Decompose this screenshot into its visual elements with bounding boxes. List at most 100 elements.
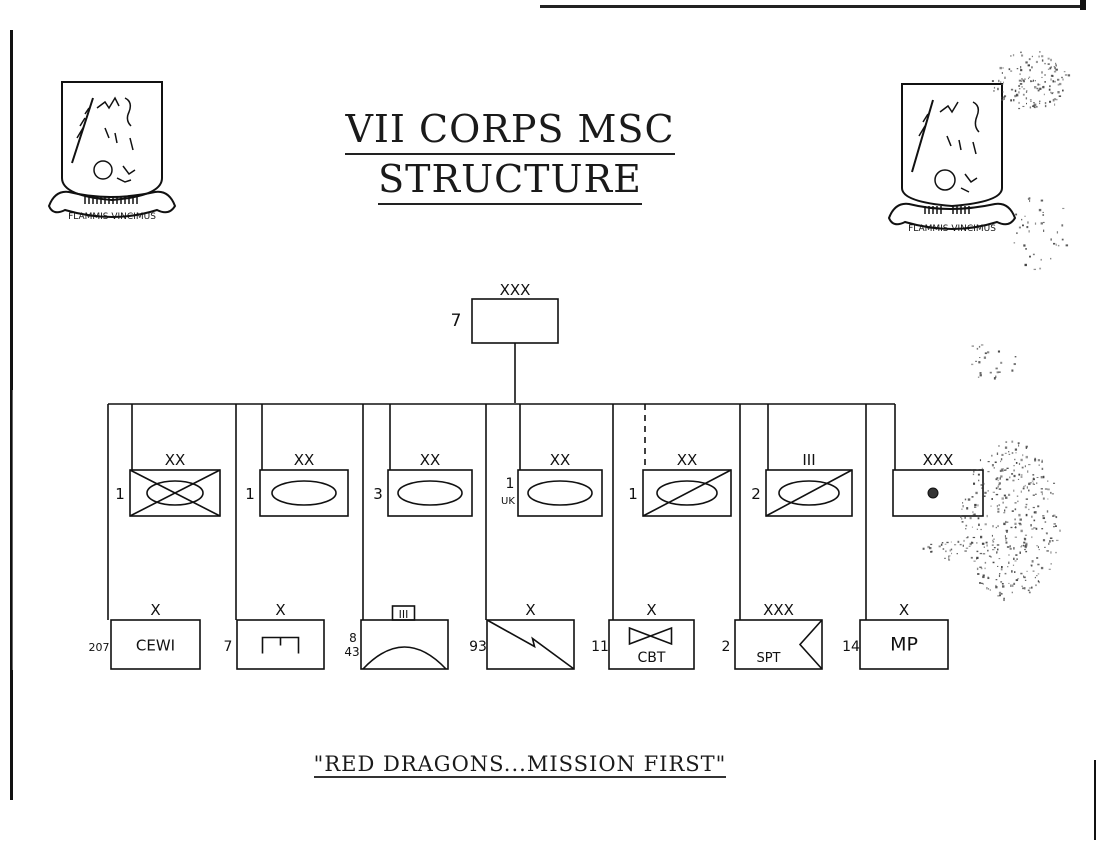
scan-speck <box>1023 80 1025 83</box>
scan-speck <box>1014 571 1016 573</box>
scan-speck <box>1061 76 1063 79</box>
scan-speck <box>1004 469 1006 471</box>
scan-speck <box>1004 446 1008 449</box>
scan-speck <box>1016 558 1018 560</box>
scan-speck <box>1015 462 1018 464</box>
scan-speck <box>1013 582 1016 585</box>
scan-speck <box>1004 523 1006 526</box>
scan-speck <box>1052 515 1055 517</box>
scan-speck <box>1021 466 1024 469</box>
scan-speck <box>1017 500 1019 503</box>
echelon-marker: X <box>899 601 909 619</box>
scan-speck <box>1001 583 1004 585</box>
scan-speck <box>1040 199 1044 202</box>
scan-speck <box>1011 570 1013 573</box>
scan-speck <box>1001 497 1004 500</box>
scan-speck <box>1027 221 1029 224</box>
scan-speck <box>1041 76 1043 79</box>
scan-speck <box>1031 55 1034 58</box>
scan-speck <box>962 505 964 508</box>
scan-speck <box>1043 221 1045 224</box>
scan-speck <box>1026 102 1028 105</box>
scan-speck <box>922 547 925 550</box>
scan-speck <box>1009 545 1011 548</box>
scan-speck <box>1021 585 1023 587</box>
scan-speck <box>987 490 989 492</box>
scan-speck <box>979 459 982 462</box>
scan-speck <box>1024 587 1026 590</box>
scan-speck <box>1029 255 1031 258</box>
scan-speck <box>1050 491 1052 494</box>
scan-speck <box>1042 497 1045 500</box>
scan-speck <box>1025 455 1028 459</box>
unit-box <box>608 619 695 670</box>
scan-speck <box>1012 564 1015 566</box>
scan-speck <box>997 525 999 528</box>
scan-speck <box>1017 442 1020 445</box>
scan-speck <box>1000 81 1002 83</box>
scan-speck <box>1047 57 1050 60</box>
scan-speck <box>1049 100 1052 103</box>
scan-speck <box>1009 476 1011 479</box>
scan-speck <box>1020 458 1023 462</box>
scan-speck <box>1005 469 1007 471</box>
unit-designation: 8 <box>349 631 357 645</box>
unit-designation-sub: UK <box>501 496 515 507</box>
scan-speck <box>1001 96 1003 99</box>
scan-speck <box>1051 92 1054 94</box>
scan-speck <box>982 583 984 585</box>
unit-emblem-icon <box>927 487 939 499</box>
scan-speck <box>1026 570 1028 572</box>
scan-speck <box>1059 529 1061 532</box>
scan-speck <box>1042 475 1045 479</box>
scan-speck <box>1038 581 1040 584</box>
scan-speck <box>1014 94 1017 98</box>
scan-speck <box>997 350 1001 353</box>
scan-speck <box>1062 207 1065 210</box>
unit-designation: 207 <box>89 641 110 654</box>
scan-speck <box>1053 70 1057 73</box>
scan-speck <box>1031 536 1033 539</box>
scan-speck <box>982 576 985 579</box>
scan-speck <box>1010 526 1013 529</box>
scan-speck <box>1032 478 1035 481</box>
scan-speck <box>1030 80 1032 83</box>
scan-speck <box>998 488 1002 490</box>
scan-speck <box>1020 529 1023 533</box>
scan-speck <box>964 498 967 501</box>
scan-speck <box>1020 66 1022 69</box>
scan-speck <box>1007 566 1009 568</box>
scan-speck <box>948 555 951 557</box>
scan-speck <box>1018 473 1021 476</box>
scan-speck <box>1010 584 1012 587</box>
scan-speck <box>1006 467 1009 469</box>
motto-text: "RED DRAGONS...MISSION FIRST" <box>313 752 727 778</box>
scan-speck <box>961 521 964 523</box>
scan-speck <box>1027 198 1029 200</box>
scan-speck <box>1005 441 1008 443</box>
scan-speck <box>996 544 1000 546</box>
scan-speck <box>1033 519 1036 522</box>
scan-speck <box>1028 230 1030 233</box>
scan-speck <box>1055 525 1057 527</box>
scan-speck <box>1046 532 1048 535</box>
scan-speck <box>980 535 983 539</box>
scan-speck <box>1024 78 1026 80</box>
scan-speck <box>1025 550 1028 553</box>
scan-speck <box>977 517 980 520</box>
scan-speck <box>1034 80 1036 82</box>
scan-speck <box>993 377 996 380</box>
scan-speck <box>1036 575 1038 577</box>
echelon-marker: X <box>150 601 160 619</box>
scan-speck <box>1000 458 1003 461</box>
scan-speck <box>1035 60 1038 64</box>
scan-speck <box>965 528 967 530</box>
scan-speck <box>972 513 975 516</box>
scan-speck <box>998 371 1001 373</box>
scan-speck <box>979 357 981 359</box>
scan-speck <box>1003 81 1005 84</box>
scan-speck <box>1029 199 1031 203</box>
scan-speck <box>1000 468 1003 470</box>
